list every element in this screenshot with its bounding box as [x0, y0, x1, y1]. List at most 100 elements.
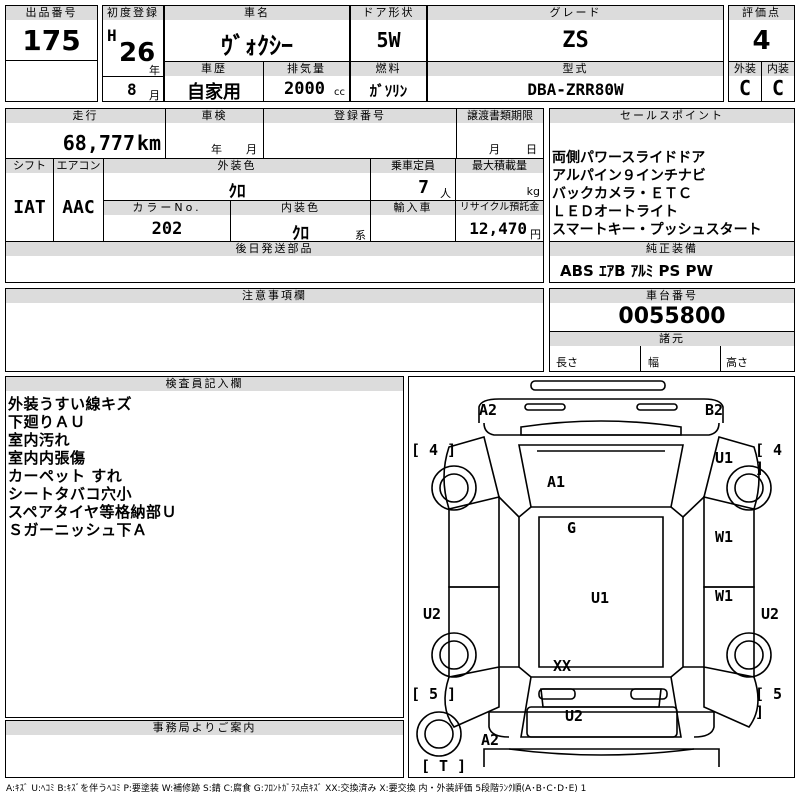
shift: IAT: [13, 197, 46, 218]
transfer-deadline-cell: 譲渡書類期限 月 日: [456, 108, 544, 159]
code-a2-top: A2: [479, 401, 498, 419]
exterior-label: 外装: [729, 62, 761, 76]
inspector-label: 検査員記入欄: [6, 377, 403, 391]
color-number-cell: カラーNo. 202: [103, 200, 231, 242]
first-registration-label: 初度登録: [103, 6, 163, 20]
mileage-label: 走行: [6, 109, 165, 123]
code-w1-a: W1: [715, 528, 734, 546]
lot-number: 175: [22, 24, 81, 57]
shift-label: シフト: [6, 159, 53, 173]
fuel-cell: 燃料 ｶﾞｿﾘﾝ: [350, 61, 427, 102]
interior-color: ｸﾛ: [292, 224, 309, 244]
sales-point-2: アルパイン９インチナビ: [552, 168, 706, 184]
score: 4: [752, 26, 771, 56]
interior-color-cell: 内装色 ｸﾛ 系: [230, 200, 371, 244]
sales-point-label: セールスポイント: [550, 109, 794, 123]
sales-point-cell: セールスポイント 両側パワースライドドア アルパイン９インチナビ バックカメラ・…: [549, 108, 795, 242]
sales-point-4: ＬＥＤオートライト: [552, 204, 678, 220]
code-u2-left: U2: [423, 605, 442, 623]
notes-label: 注意事項欄: [6, 289, 543, 303]
inspector-line-7: スペアタイヤ等格納部Ｕ: [8, 503, 178, 521]
recycle-cell: リサイクル預託金 12,470 円: [455, 200, 544, 242]
fuel: ｶﾞｿﾘﾝ: [369, 82, 408, 100]
import-cell: 輸入車: [370, 200, 456, 242]
width-label: 幅: [648, 356, 659, 369]
registration-number-cell: 登録番号: [263, 108, 457, 159]
sales-point-3: バックカメラ・ＥＴＣ: [552, 186, 692, 202]
notes-cell: 注意事項欄: [5, 288, 544, 372]
code-a1: A1: [547, 473, 566, 491]
equipment-cell: 純正装備 ABS ｴｱB ｱﾙﾐ PS PW: [549, 241, 795, 283]
color-number-label: カラーNo.: [104, 201, 230, 215]
score-cell: 評価点 4: [728, 5, 795, 62]
inspector-cell: 検査員記入欄 外装うすい線キズ 下廻りＡＵ 室内汚れ 室内内張傷 カーペット す…: [5, 376, 404, 718]
length-label: 長さ: [556, 356, 578, 369]
interior-color-label: 内装色: [231, 201, 370, 215]
max-load-cell: 最大積載量 kg: [455, 158, 544, 201]
displacement-label: 排気量: [264, 62, 349, 76]
history-cell: 車歴 自家用: [164, 61, 264, 103]
interior-grade: C: [771, 76, 785, 100]
code-five-left: [ 5 ]: [411, 685, 457, 703]
car-outline: [416, 380, 772, 767]
year-unit: 年: [149, 64, 160, 77]
office-cell: 事務局よりご案内: [5, 720, 404, 778]
history: 自家用: [187, 82, 241, 103]
interior-color-unit: 系: [355, 229, 366, 242]
registration-month-cell: 8 月: [102, 76, 164, 102]
recycle-fee: 12,470: [469, 219, 527, 238]
displacement-cell: 排気量 2000 cc: [263, 61, 350, 102]
code-g: G: [567, 519, 577, 537]
interior-label: 内装: [762, 62, 794, 76]
model-code: DBA-ZRR80W: [527, 80, 624, 99]
inspector-line-2: 下廻りＡＵ: [8, 413, 86, 431]
code-u1-side: U1: [591, 589, 610, 607]
inspection-label: 車検: [166, 109, 263, 123]
damage-diagram: A2 B2 [ 4 ] [ 4 ] U1 A1 G W1 U1 W1 U2 U2…: [408, 376, 795, 778]
code-u2-rear: U2: [565, 707, 584, 725]
mileage: 68,777: [62, 131, 135, 155]
inspector-line-6: シートタバコ穴小: [8, 485, 133, 503]
equipment-label: 純正装備: [550, 242, 794, 256]
code-five-right: [ 5 ]: [755, 685, 783, 721]
capacity-label: 乗車定員: [371, 159, 455, 173]
inspector-line-4: 室内内張傷: [8, 449, 86, 467]
recycle-label: リサイクル預託金: [456, 201, 543, 215]
score-label: 評価点: [729, 6, 794, 20]
model-cell: 型式 DBA-ZRR80W: [427, 61, 724, 102]
ac: AAC: [62, 197, 95, 218]
code-u1-front-right: U1: [715, 449, 734, 467]
code-xx: XX: [553, 657, 572, 675]
lot-number-cell: 出品番号 175: [5, 5, 98, 61]
door-cell: ドア形状 5W: [350, 5, 427, 62]
fuel-label: 燃料: [351, 62, 426, 76]
specs-divider-1: [640, 346, 641, 372]
lot-number-label: 出品番号: [6, 6, 97, 20]
transfer-day-unit: 日: [526, 143, 537, 156]
code-b2-top: B2: [705, 401, 724, 419]
exterior-grade: C: [738, 76, 752, 100]
code-u2-right: U2: [761, 605, 780, 623]
specs-label: 諸元: [550, 332, 794, 346]
specs-divider-2: [720, 346, 721, 372]
color-number: 202: [151, 219, 183, 239]
inspector-line-5: カーペット すれ: [8, 467, 123, 485]
exterior-color-cell: 外装色 ｸﾛ: [103, 158, 371, 202]
era: H: [107, 26, 117, 45]
chassis-number: 0055800: [618, 304, 726, 329]
office-label: 事務局よりご案内: [6, 721, 403, 735]
displacement: 2000: [284, 79, 325, 99]
code-t: [ T ]: [421, 757, 467, 775]
inspector-line-8: Ｓガーニッシュ下Ａ: [8, 521, 148, 539]
history-label: 車歴: [165, 62, 263, 76]
ac-label: エアコン: [54, 159, 103, 173]
car-name-label: 車名: [165, 6, 349, 20]
code-w1-b: W1: [715, 587, 734, 605]
lot-blank-cell: [5, 60, 98, 102]
sales-point-1: 両側パワースライドドア: [552, 150, 706, 166]
transfer-month-unit: 月: [489, 143, 500, 156]
chassis-cell: 車台番号 0055800: [549, 288, 795, 332]
capacity: 7: [418, 177, 429, 198]
inspector-line-1: 外装うすい線キズ: [8, 395, 133, 413]
exterior-color-label: 外装色: [104, 159, 370, 173]
